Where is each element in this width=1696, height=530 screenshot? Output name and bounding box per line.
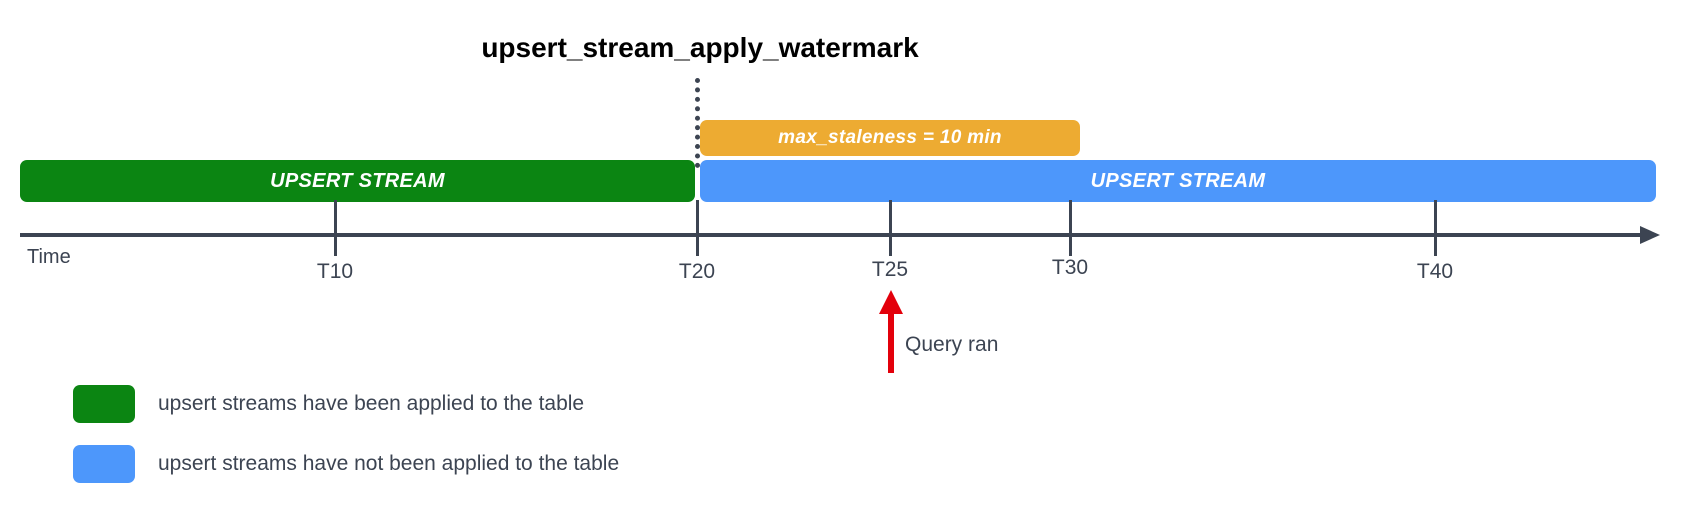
tick-mark-t30: [1069, 200, 1072, 256]
time-axis-arrow-icon: [1640, 226, 1660, 244]
time-axis-caption: Time: [27, 246, 71, 268]
page-title: upsert_stream_apply_watermark: [481, 32, 919, 63]
legend-label-applied: upsert streams have been applied to the …: [158, 392, 585, 415]
tick-label-t30: T30: [1051, 256, 1089, 279]
tick-mark-t20: [696, 200, 699, 256]
query-ran-arrow-icon: [879, 290, 903, 314]
tick-label-t10: T10: [316, 260, 354, 283]
tick-mark-t40: [1434, 200, 1437, 256]
max-staleness-bar: max_staleness = 10 min: [700, 120, 1080, 156]
legend-label-unapplied: upsert streams have not been applied to …: [158, 452, 620, 475]
tick-label-t40: T40: [1416, 260, 1454, 283]
legend-swatch-applied: [73, 385, 135, 423]
max-staleness-label: max_staleness = 10 min: [778, 127, 1002, 148]
legend-swatch-unapplied: [73, 445, 135, 483]
watermark-dotted-line: [695, 78, 700, 168]
tick-mark-t25: [889, 200, 892, 256]
tick-mark-t10: [334, 200, 337, 256]
tick-label-t20: T20: [678, 260, 716, 283]
applied-upsert-stream-label: UPSERT STREAM: [270, 169, 445, 192]
tick-label-t25: T25: [871, 258, 909, 281]
unapplied-upsert-stream-label: UPSERT STREAM: [1090, 169, 1266, 192]
query-ran-label: Query ran: [905, 333, 999, 356]
time-axis-line: [20, 233, 1650, 237]
applied-upsert-stream-bar: UPSERT STREAM: [20, 160, 695, 202]
unapplied-upsert-stream-bar: UPSERT STREAM: [700, 160, 1656, 202]
query-ran-arrow-shaft: [888, 310, 894, 373]
